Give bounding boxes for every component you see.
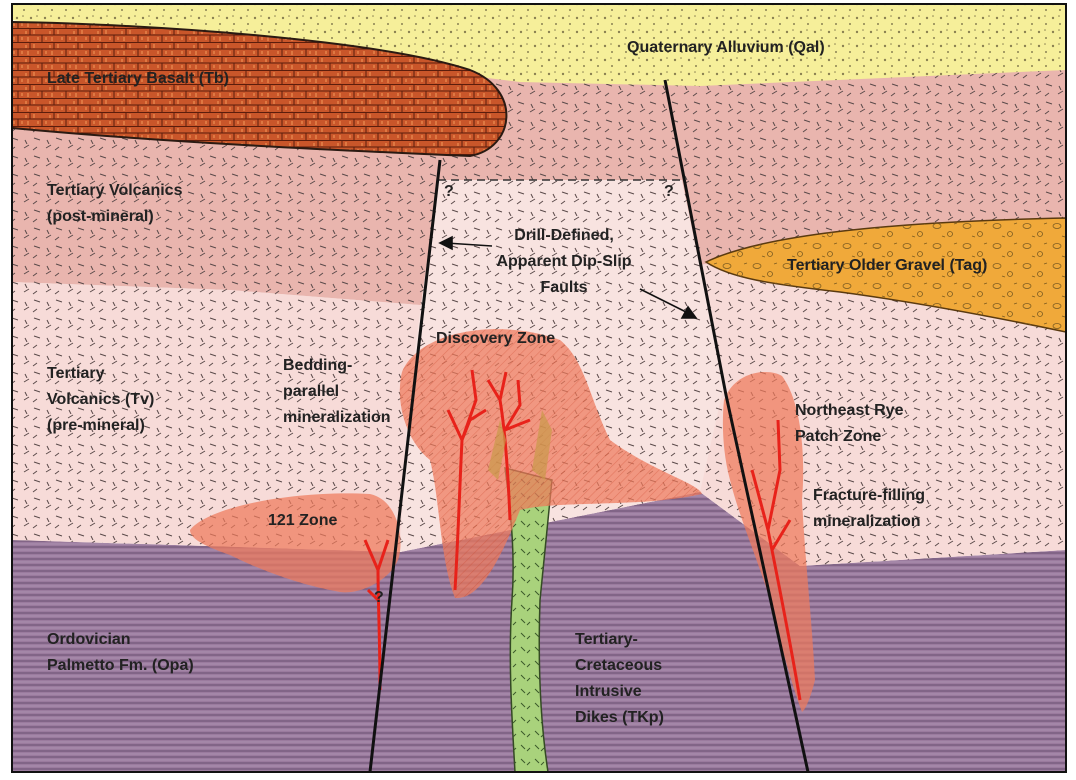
tv-post-label-1: Tertiary Volcanics [47,182,183,199]
faults-label-2: Apparent Dip-Slip [496,253,631,270]
faults-label-1: Drill-Defined, [514,227,614,244]
qal-label: Quaternary Alluvium (Qal) [627,39,825,56]
query-right: ? [664,183,674,200]
fracture-label-1: Fracture-filling [813,487,925,504]
tag-label: Tertiary Older Gravel (Tag) [787,257,987,274]
tkp-label-4: Dikes (TKp) [575,709,664,726]
query-121: ? [374,589,384,606]
ne-zone-label-1: Northeast Rye [795,402,904,419]
opa-label-2: Palmetto Fm. (Opa) [47,657,194,674]
bedding-label-1: Bedding- [283,357,352,374]
fracture-label-2: mineralization [813,513,921,530]
tv-pre-label-1: Tertiary [47,365,105,382]
discovery-zone-label: Discovery Zone [436,330,555,347]
tkp-label-1: Tertiary- [575,631,638,648]
tv-pre-label-2: Volcanics (Tv) [47,391,154,408]
opa-label-1: Ordovician [47,631,131,648]
tv-post-label-2: (post-mineral) [47,208,154,225]
tv-pre-label-3: (pre-mineral) [47,417,145,434]
ne-zone-label-2: Patch Zone [795,428,881,445]
query-left: ? [444,183,454,200]
bedding-label-2: parallel [283,383,339,400]
zone-121-label: 121 Zone [268,512,337,529]
faults-label-3: Faults [540,279,587,296]
bedding-label-3: mineralization [283,409,391,426]
tkp-label-2: Cretaceous [575,657,662,674]
tkp-label-3: Intrusive [575,683,642,700]
tb-label: Late Tertiary Basalt (Tb) [47,70,229,87]
